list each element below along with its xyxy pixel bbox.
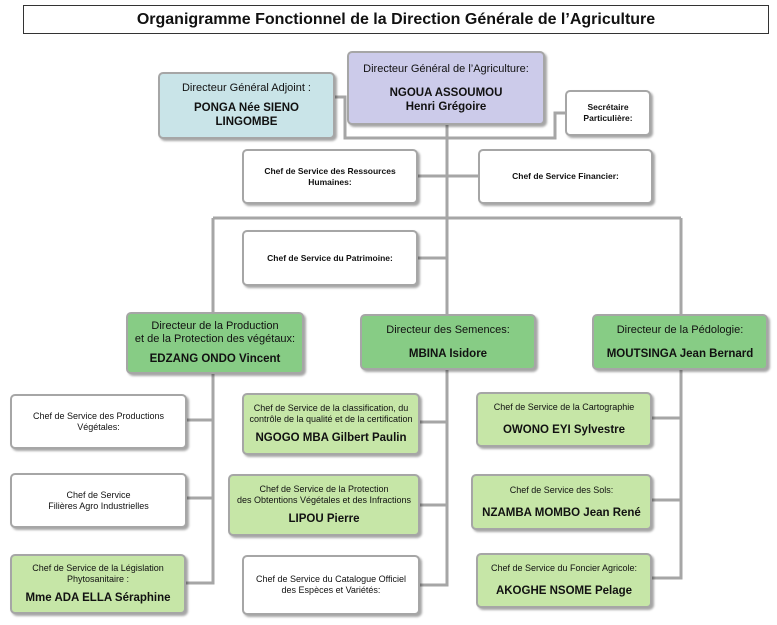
node-classification-role2: contrôle de la qualité et de la certific…	[249, 414, 413, 424]
node-dir-semences-name: MBINA Isidore	[408, 347, 488, 360]
node-filieres-role1: Chef de Service	[66, 489, 131, 500]
chart-title: Organigramme Fonctionnel de la Direction…	[23, 5, 769, 34]
node-finance: Chef de Service Financier:	[478, 149, 653, 204]
node-dg-name2: Henri Grégoire	[405, 100, 487, 113]
node-rh: Chef de Service des Ressources Humaines:	[242, 149, 418, 204]
node-secretary: Secrétaire Particulière:	[565, 90, 651, 136]
node-dir-pedologie: Directeur de la Pédologie: MOUTSINGA Jea…	[592, 314, 768, 370]
node-dga-name1: PONGA Née SIENO	[193, 102, 300, 114]
node-filieres-role2: Filières Agro Industrielles	[48, 500, 149, 511]
node-sols: Chef de Service des Sols: NZAMBA MOMBO J…	[471, 474, 652, 530]
node-dir-pedologie-name: MOUTSINGA Jean Bernard	[606, 347, 754, 360]
node-dga: Directeur Général Adjoint : PONGA Née SI…	[158, 72, 335, 139]
node-legislation-role2: Phytosanitaire :	[66, 574, 130, 584]
node-classification-name: NGOGO MBA Gilbert Paulin	[255, 432, 407, 444]
node-protection-obtentions-role2: des Obtentions Végétales et des Infracti…	[236, 495, 412, 505]
node-legislation-name: Mme ADA ELLA Séraphine	[25, 592, 171, 604]
node-dga-name2: LINGOMBE	[215, 116, 278, 128]
node-dir-production-role2: et de la Protection des végétaux:	[134, 333, 296, 345]
node-foncier: Chef de Service du Foncier Agricole: AKO…	[476, 553, 652, 608]
node-cartographie-name: OWONO EYI Sylvestre	[502, 424, 626, 436]
node-dir-production-name: EDZANG ONDO Vincent	[149, 353, 281, 365]
node-foncier-role: Chef de Service du Foncier Agricole:	[490, 563, 638, 573]
node-legislation-role1: Chef de Service de la Législation	[32, 563, 164, 573]
node-classification-role1: Chef de Service de la classification, du	[253, 403, 409, 413]
node-secretary-role2: Particulière:	[583, 113, 633, 123]
node-classification: Chef de Service de la classification, du…	[242, 393, 420, 455]
node-finance-role: Chef de Service Financier:	[512, 171, 619, 181]
node-dg-name1: NGOUA ASSOUMOU	[389, 86, 503, 99]
node-filieres: Chef de Service Filières Agro Industriel…	[10, 473, 187, 528]
node-catalogue-role2: des Espèces et Variétés:	[281, 585, 381, 595]
node-sols-name: NZAMBA MOMBO Jean René	[482, 506, 641, 519]
node-catalogue-role1: Chef de Service du Catalogue Officiel	[256, 574, 406, 584]
node-dir-semences-role: Directeur des Semences:	[386, 323, 510, 336]
connector-dga	[335, 95, 447, 140]
node-dir-production: Directeur de la Production et de la Prot…	[126, 312, 304, 374]
node-protection-obtentions-name: LIPOU Pierre	[288, 513, 360, 525]
connector-semences-sub	[420, 370, 449, 587]
node-dga-role: Directeur Général Adjoint :	[181, 82, 311, 94]
node-patrimoine-role: Chef de Service du Patrimoine:	[267, 252, 393, 263]
node-protection-obtentions: Chef de Service de la Protection des Obt…	[228, 474, 420, 536]
node-prod-vegetales-role2: Végétales:	[77, 421, 120, 432]
node-cartographie: Chef de Service de la Cartographie OWONO…	[476, 392, 652, 447]
node-prod-vegetales-role1: Chef de Service des Productions	[32, 410, 165, 421]
connector-secretary	[447, 111, 565, 140]
node-protection-obtentions-role1: Chef de Service de la Protection	[259, 484, 389, 494]
node-foncier-name: AKOGHE NSOME Pelage	[495, 585, 633, 597]
node-sols-role: Chef de Service des Sols:	[509, 484, 614, 495]
connector-production-sub	[183, 372, 215, 585]
node-legislation: Chef de Service de la Législation Phytos…	[10, 554, 186, 614]
node-rh-role1: Chef de Service des Ressources	[264, 165, 396, 176]
node-secretary-role1: Secrétaire	[587, 102, 629, 112]
node-dir-semences: Directeur des Semences: MBINA Isidore	[360, 314, 536, 370]
node-dir-production-role1: Directeur de la Production	[151, 320, 279, 332]
node-prod-vegetales: Chef de Service des Productions Végétale…	[10, 394, 187, 449]
node-catalogue: Chef de Service du Catalogue Officiel de…	[242, 555, 420, 615]
node-dg-role: Directeur Général de l’Agriculture:	[363, 62, 529, 75]
node-patrimoine: Chef de Service du Patrimoine:	[242, 230, 418, 286]
node-dir-pedologie-role: Directeur de la Pédologie:	[616, 323, 744, 336]
node-dg: Directeur Général de l’Agriculture: NGOU…	[347, 51, 545, 125]
connector-pedologie-sub	[652, 370, 683, 580]
node-rh-role2: Humaines:	[308, 176, 352, 187]
node-cartographie-role: Chef de Service de la Cartographie	[493, 402, 635, 412]
